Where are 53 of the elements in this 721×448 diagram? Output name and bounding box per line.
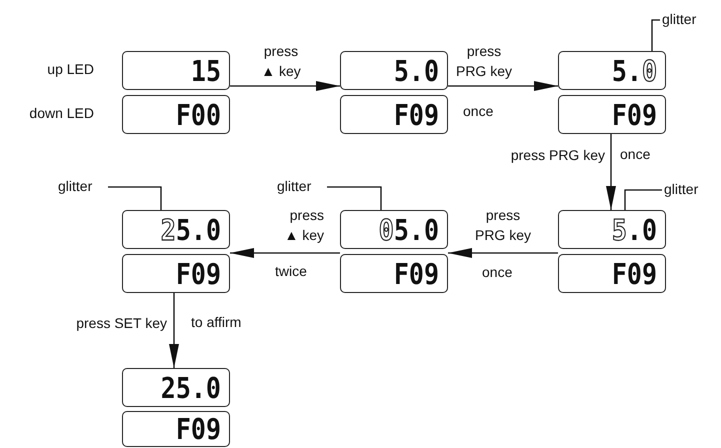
- edge-label: press ▲ key: [260, 42, 302, 81]
- edge-label: press PRG key: [474, 206, 532, 245]
- display-reading: 5.0: [394, 56, 439, 85]
- text-label: twice: [275, 263, 308, 280]
- display-reading: F09: [394, 100, 439, 129]
- display-reading: 05.0: [378, 215, 439, 244]
- display-reading: F09: [394, 259, 439, 288]
- arrow: [606, 134, 616, 210]
- led-display: [340, 51, 448, 90]
- callout-text: glitter: [277, 179, 325, 195]
- callout-text: glitter: [58, 179, 106, 195]
- display-reading: F09: [176, 414, 221, 444]
- led-display: [340, 95, 448, 134]
- arrow: [230, 81, 340, 91]
- leader-line: [327, 186, 382, 210]
- callout-text: glitter: [664, 182, 712, 198]
- edge-label: press SET key: [75, 314, 167, 333]
- arrow: [448, 81, 558, 91]
- display-reading: 5.0: [612, 215, 657, 244]
- leader-line: [651, 19, 660, 51]
- display-reading: 15: [190, 56, 221, 85]
- led-display: [558, 254, 666, 293]
- edge-label: press PRG key: [454, 42, 513, 81]
- display-reading: F09: [176, 259, 221, 288]
- text-label: once: [482, 264, 514, 281]
- led-display: [122, 210, 230, 249]
- display-reading: F09: [612, 100, 657, 129]
- leader-line: [624, 189, 662, 210]
- display-reading: 25.0: [160, 215, 221, 244]
- display-reading: 5.0: [612, 56, 657, 85]
- text-label: to affirm: [191, 314, 242, 331]
- led-display: [122, 95, 230, 134]
- led-display: [122, 51, 230, 90]
- text-label: up LED: [46, 61, 94, 78]
- text-label: down LED: [28, 105, 94, 122]
- edge-label: press ▲ key: [283, 206, 324, 245]
- led-display: [122, 368, 230, 407]
- display-reading: F09: [612, 259, 657, 288]
- led-display: [558, 95, 666, 134]
- led-display: [340, 210, 448, 249]
- led-display: [122, 411, 230, 447]
- led-display: [340, 254, 448, 293]
- arrow: [169, 293, 179, 368]
- edge-label: press PRG key: [510, 146, 605, 165]
- led-display: [122, 254, 230, 293]
- led-display: [558, 210, 666, 249]
- display-reading: F00: [176, 100, 221, 129]
- callout-text: glitter: [662, 12, 710, 28]
- text-label: once: [620, 146, 652, 163]
- led-display: [558, 51, 666, 90]
- text-label: once: [463, 103, 494, 120]
- leader-line: [108, 186, 162, 210]
- display-reading: 25.0: [160, 373, 221, 402]
